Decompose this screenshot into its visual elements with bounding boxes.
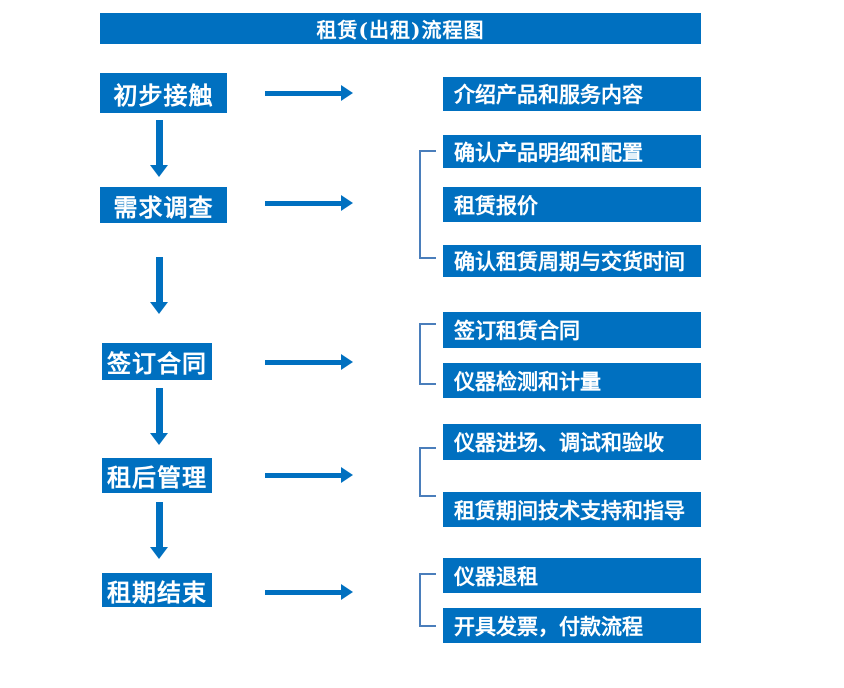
step-box-demand-survey: 需求调查 [100, 187, 227, 223]
right-arrow-icon [265, 354, 353, 371]
step-box-initial-contact: 初步接触 [100, 73, 227, 113]
flowchart-title: 租赁(出租)流程图 [100, 13, 701, 44]
group-bracket [419, 447, 436, 497]
group-bracket [419, 323, 436, 385]
detail-box-confirm-product-details: 确认产品明细和配置 [443, 135, 701, 168]
group-bracket [419, 150, 436, 259]
detail-box-instrument-setup-acceptance: 仪器进场、调试和验收 [443, 424, 701, 460]
detail-box-technical-support: 租赁期间技术支持和指导 [443, 492, 701, 527]
detail-box-instrument-inspection: 仪器检测和计量 [443, 363, 701, 398]
detail-box-sign-rental-contract: 签订租赁合同 [443, 312, 701, 348]
right-arrow-icon [265, 195, 353, 212]
detail-box-invoice-payment: 开具发票，付款流程 [443, 608, 701, 643]
right-arrow-icon [265, 85, 353, 102]
right-arrow-icon [265, 584, 353, 601]
down-arrow-icon [150, 257, 169, 314]
detail-box-rental-quotation: 租赁报价 [443, 187, 701, 222]
down-arrow-icon [150, 388, 169, 445]
step-box-post-rental-management: 租后管理 [102, 458, 212, 493]
detail-box-introduce-products-services: 介绍产品和服务内容 [443, 77, 701, 111]
down-arrow-icon [150, 120, 169, 177]
detail-box-confirm-period-delivery: 确认租赁周期与交货时间 [443, 245, 701, 277]
group-bracket [419, 573, 436, 627]
down-arrow-icon [150, 502, 169, 559]
detail-box-instrument-return: 仪器退租 [443, 558, 701, 593]
right-arrow-icon [265, 467, 353, 484]
step-box-sign-contract: 签订合同 [102, 343, 212, 380]
step-box-rental-end: 租期结束 [102, 573, 212, 607]
